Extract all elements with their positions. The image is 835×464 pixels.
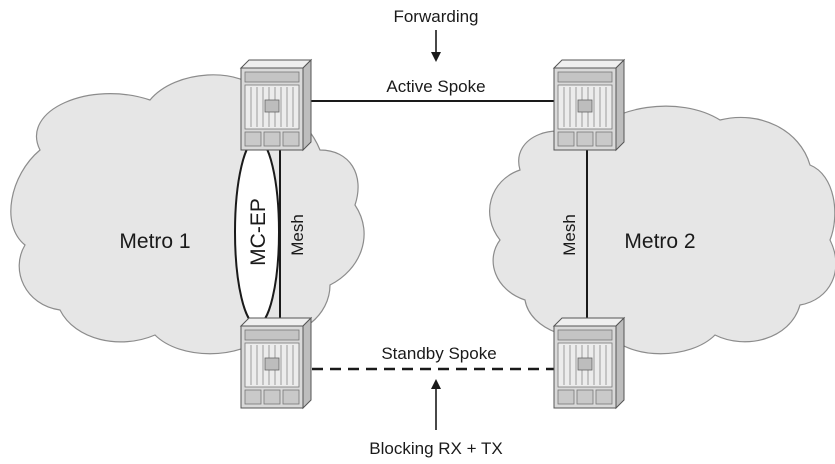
- router-top-right: [553, 59, 625, 151]
- router-bottom-left: [240, 317, 312, 409]
- metro-2-label: Metro 2: [624, 230, 695, 253]
- forwarding-label: Forwarding: [393, 7, 478, 26]
- router-bottom-right: [553, 317, 625, 409]
- mc-ep-label: MC-EP: [247, 198, 270, 266]
- router-top-left: [240, 59, 312, 151]
- standby-spoke-label: Standby Spoke: [381, 344, 496, 363]
- left-mesh-label: Mesh: [288, 214, 307, 256]
- forwarding-arrow: [431, 30, 441, 62]
- blocking-arrow: [431, 379, 441, 430]
- active-spoke-label: Active Spoke: [386, 77, 485, 96]
- metro-2-cloud: [489, 105, 835, 355]
- metro-1-label: Metro 1: [119, 230, 190, 253]
- blocking-label: Blocking RX + TX: [369, 439, 502, 458]
- right-mesh-label: Mesh: [560, 214, 579, 256]
